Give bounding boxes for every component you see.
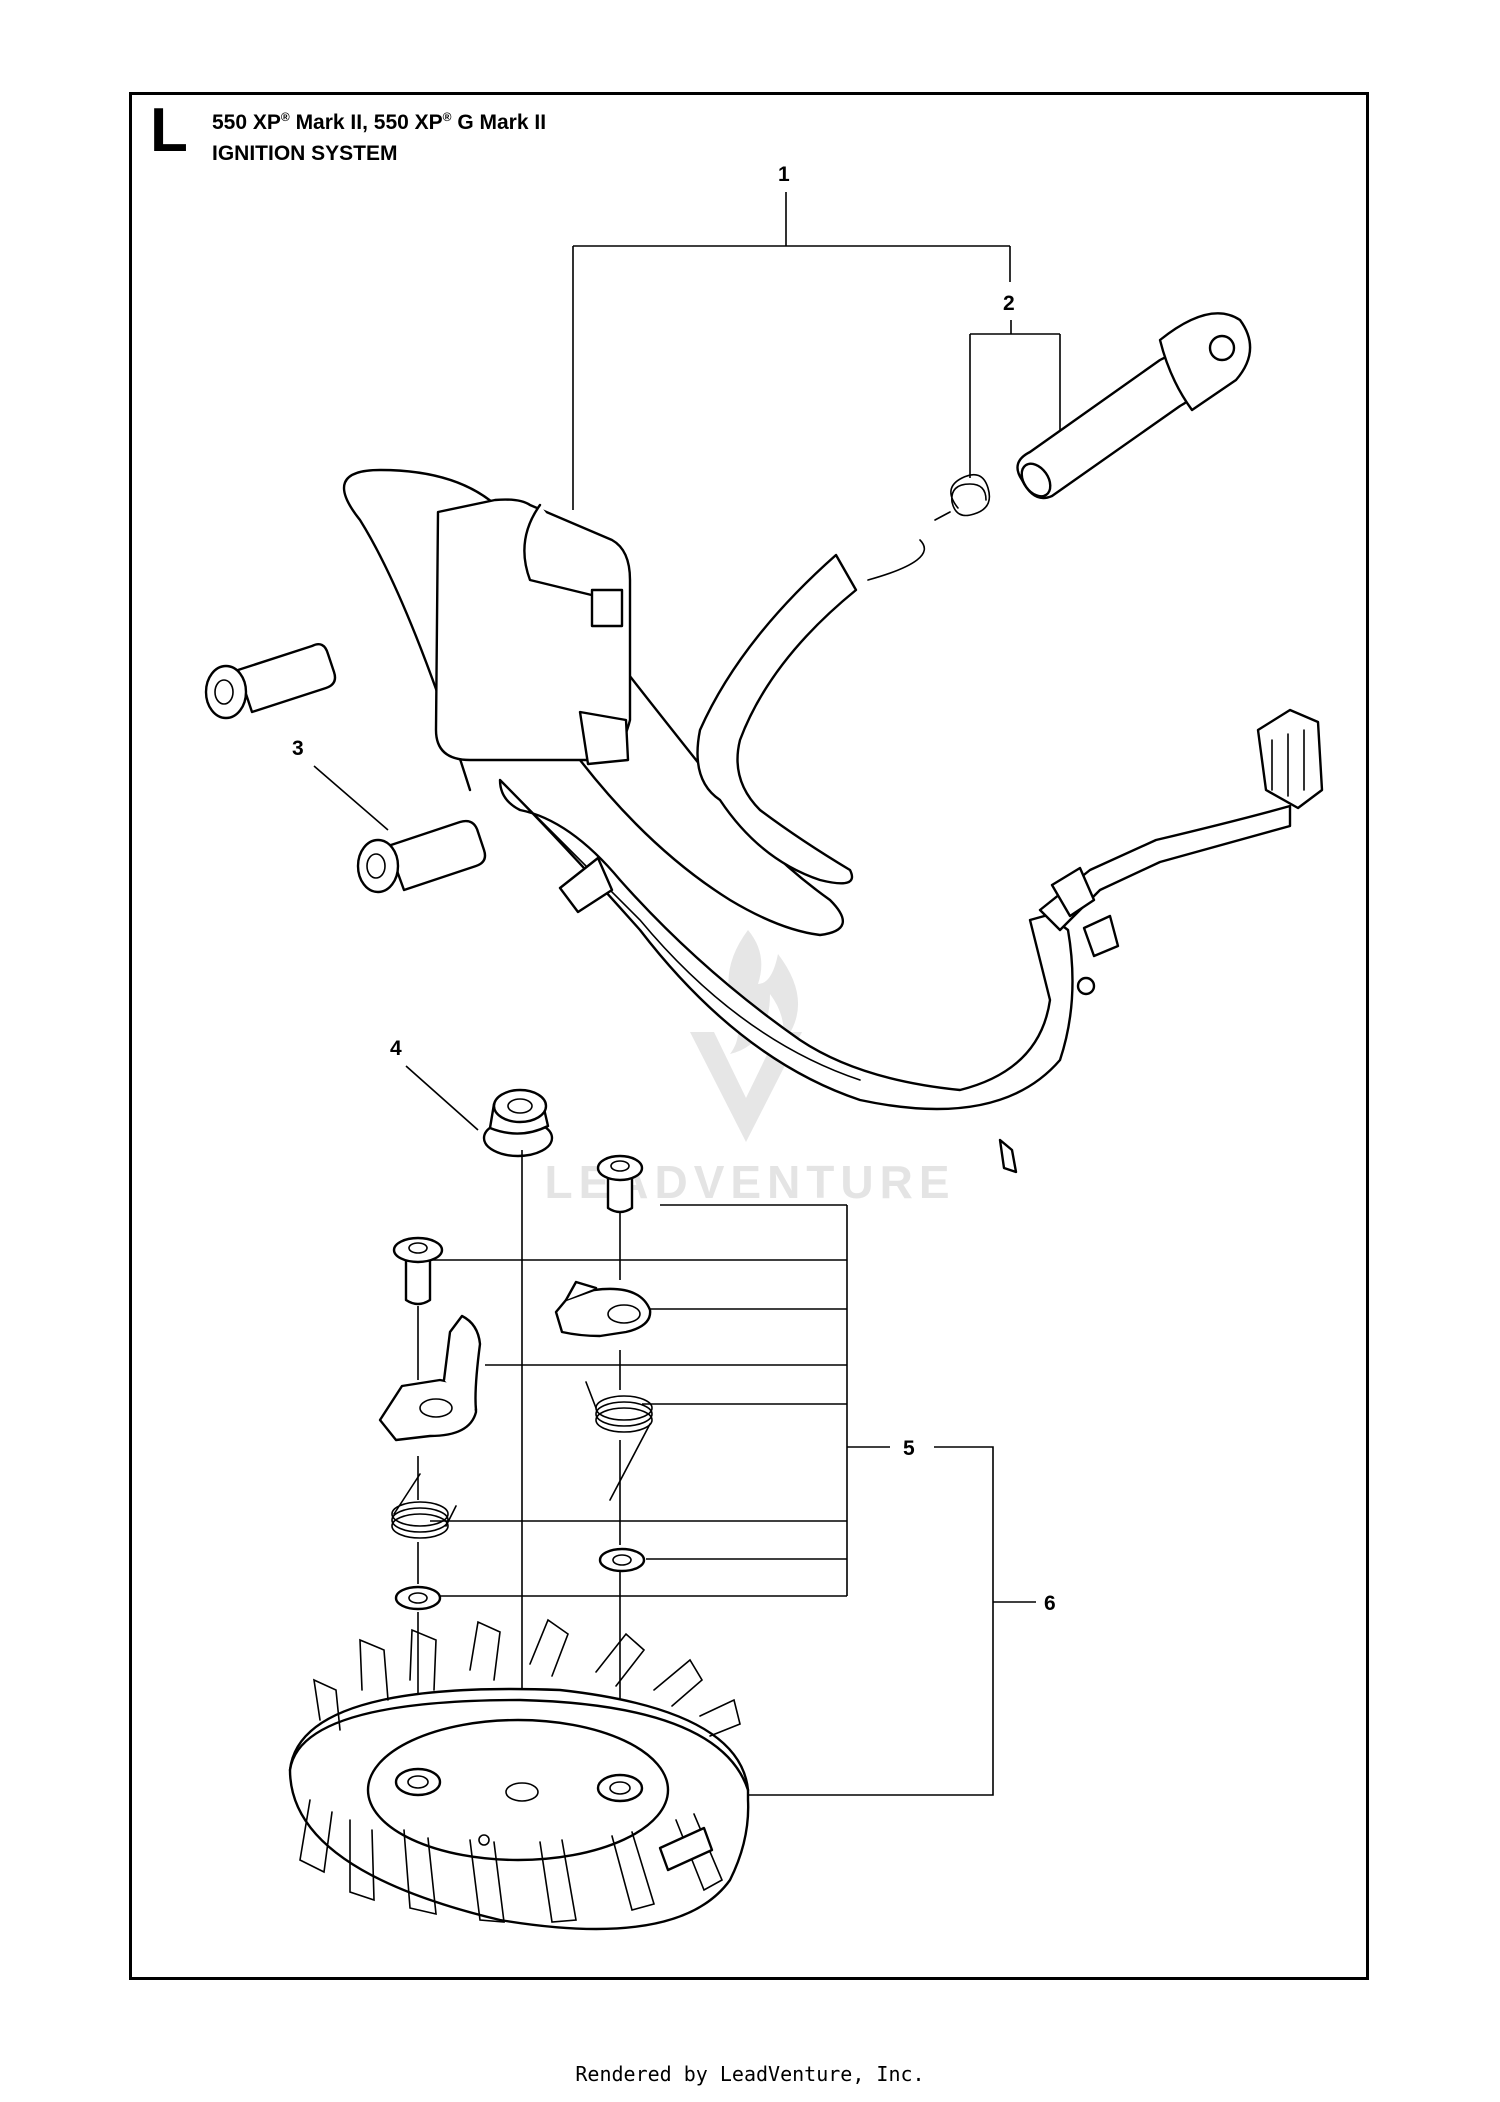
wiring-harness[interactable] [498, 539, 1324, 1174]
section-title: IGNITION SYSTEM [212, 142, 398, 165]
callout-2[interactable]: 2 [1003, 292, 1015, 315]
pawl-right[interactable] [554, 1280, 652, 1338]
leader-3 [313, 765, 389, 831]
leader-1 [572, 192, 1011, 510]
pawl-bolt-right[interactable] [596, 1154, 644, 1214]
footer-credit: Rendered by LeadVenture, Inc. [575, 2062, 925, 2086]
diagram-frame [129, 92, 1369, 1980]
pawl-left[interactable] [378, 1314, 482, 1442]
stop-switch[interactable] [1016, 312, 1252, 501]
callout-3[interactable]: 3 [292, 737, 304, 760]
screw-upper[interactable] [204, 643, 337, 720]
screw-lower[interactable] [356, 819, 487, 894]
pawl-bolt-left[interactable] [392, 1236, 444, 1306]
leader-4 [405, 1065, 479, 1131]
pawl-spring-left[interactable] [391, 1473, 457, 1539]
flywheel-nut[interactable] [482, 1088, 554, 1158]
leader-2 [969, 320, 1061, 478]
model-title: 550 XP® Mark II, 550 XP® G Mark II [212, 110, 547, 134]
stop-switch-spring[interactable] [934, 473, 991, 521]
ignition-module[interactable] [342, 468, 845, 937]
pawl-spring-right[interactable] [585, 1381, 653, 1501]
leader-6 [748, 1446, 1036, 1796]
leader-5 [420, 1204, 890, 1597]
spark-plug-terminal [590, 588, 624, 628]
callout-5[interactable]: 5 [903, 1437, 915, 1460]
callout-6[interactable]: 6 [1044, 1592, 1056, 1615]
flywheel[interactable] [288, 1618, 750, 1931]
callout-4[interactable]: 4 [390, 1037, 402, 1060]
washer-right[interactable] [598, 1547, 646, 1573]
washer-left[interactable] [394, 1585, 442, 1611]
section-letter: L [150, 96, 188, 165]
callout-1[interactable]: 1 [778, 163, 790, 186]
